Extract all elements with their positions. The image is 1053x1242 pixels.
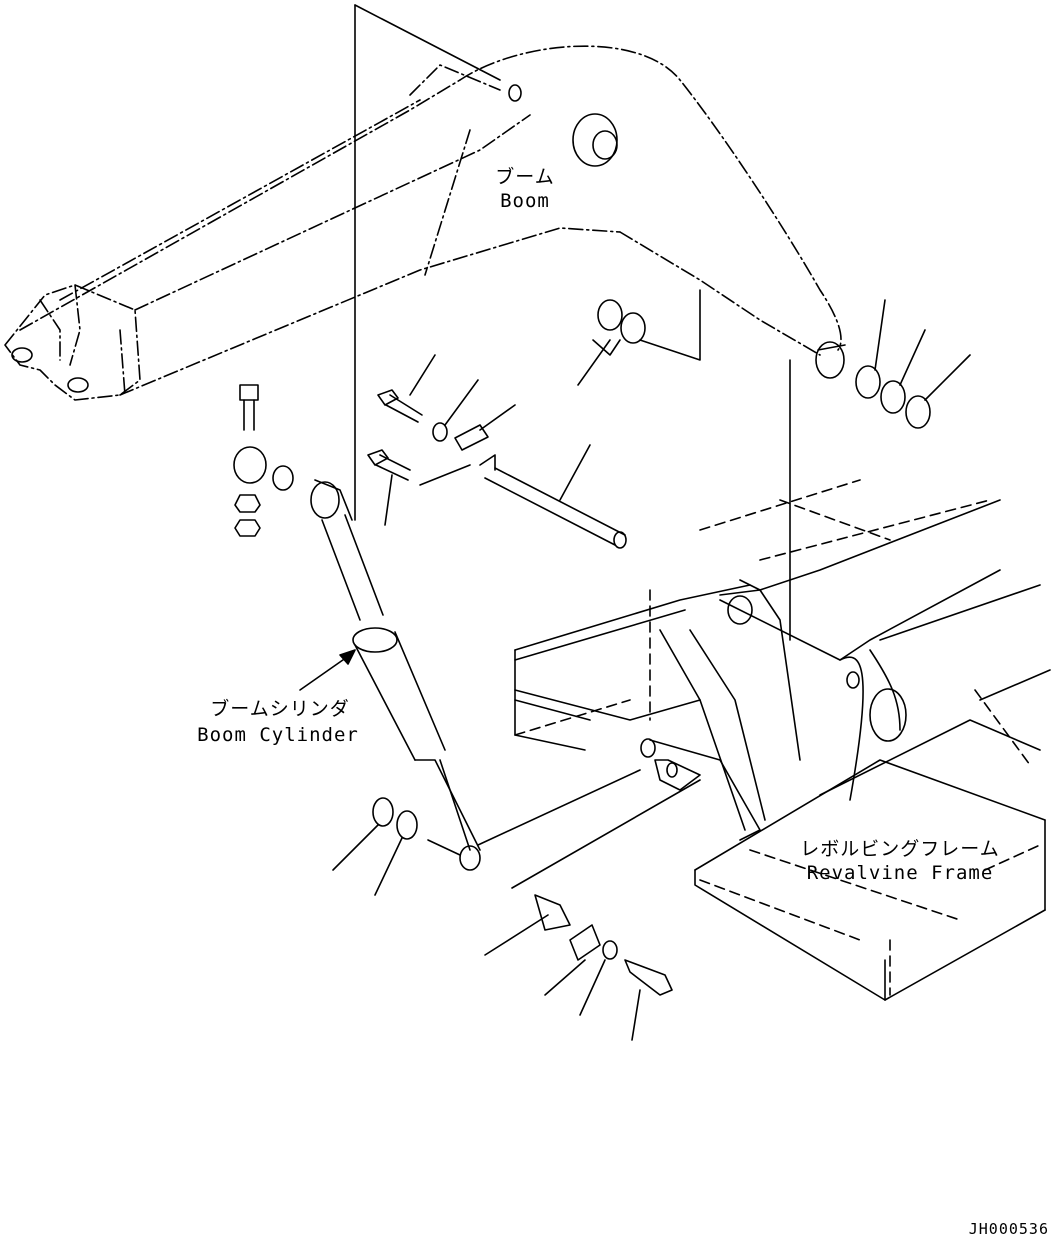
drawing-code: JH000536	[968, 1220, 1049, 1238]
left-bolt-nut-stack	[233, 384, 294, 537]
boom-label-jp: ブーム	[495, 166, 555, 188]
boom-cylinder-leader	[299, 649, 356, 691]
boom-tip-hole-upper	[11, 347, 33, 363]
boom-cylinder-label-jp: ブームシリンダ	[210, 698, 350, 720]
upper-washer-pair	[577, 299, 646, 386]
reference-lines	[354, 4, 791, 641]
boom-cylinder	[310, 479, 641, 871]
lower-washer-pair	[332, 797, 418, 896]
boom-label-en: Boom	[500, 190, 550, 212]
boom-cylinder-head-pin	[367, 444, 627, 549]
boom-foot-bushing	[572, 113, 618, 167]
revolving-frame-hidden-edges	[514, 479, 1041, 996]
boom-foot-pin-stack	[815, 299, 971, 429]
revolving-frame-label-en: Revalvine Frame	[806, 862, 994, 884]
boom-tip-hole-lower	[67, 377, 89, 393]
lower-pin-assembly	[484, 779, 701, 1041]
upper-bolt-assembly	[377, 354, 516, 451]
boom-outline	[4, 45, 842, 401]
revolving-frame-label-jp: レボルビングフレーム	[800, 838, 1000, 860]
boom-cylinder-label-en: Boom Cylinder	[197, 724, 359, 746]
revolving-frame	[514, 499, 1051, 1001]
boom-pin-boss	[508, 84, 522, 102]
